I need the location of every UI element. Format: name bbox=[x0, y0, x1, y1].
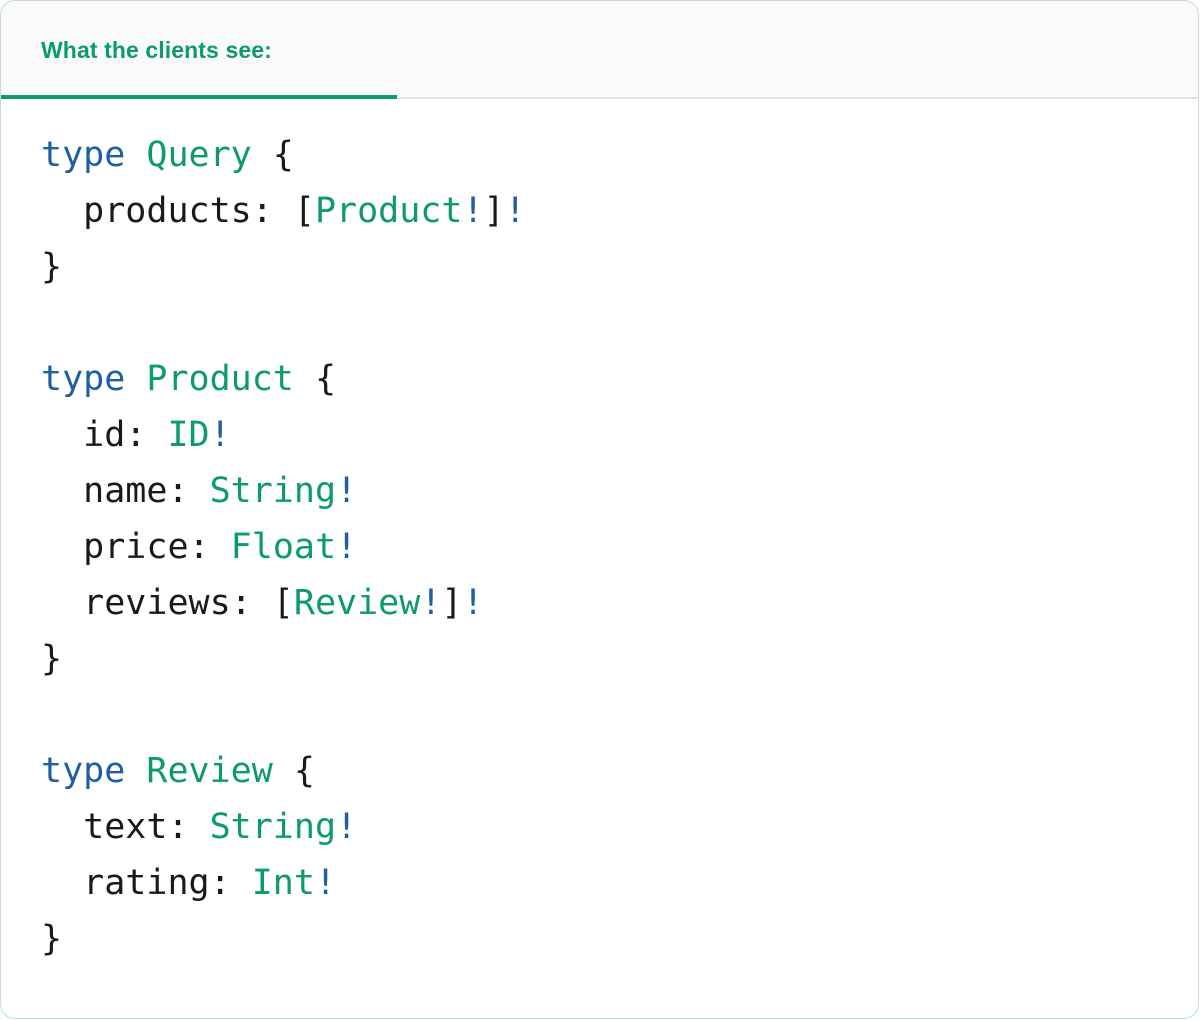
code-token-keyword: type bbox=[41, 135, 126, 175]
code-token-plain bbox=[125, 359, 146, 399]
code-token-type-name: String bbox=[209, 471, 337, 511]
code-token-plain: ] bbox=[441, 583, 463, 623]
tab-active-indicator bbox=[1, 95, 397, 99]
code-token-type-name: Product bbox=[314, 191, 463, 231]
tab-divider bbox=[1, 97, 1198, 99]
code-token-type-name: Review bbox=[293, 583, 421, 623]
code-token-type-name: Int bbox=[251, 863, 315, 903]
code-token-non-null-bang: ! bbox=[336, 807, 358, 847]
code-token-type-name: Float bbox=[230, 527, 337, 567]
code-area: type Query { products: [Product!]! } typ… bbox=[1, 99, 1198, 967]
code-token-keyword: type bbox=[41, 751, 126, 791]
code-token-plain: text: bbox=[83, 807, 210, 847]
tab-what-the-clients-see[interactable]: What the clients see: bbox=[1, 1, 397, 99]
code-token-plain: } bbox=[41, 639, 63, 679]
code-token-plain: { bbox=[251, 135, 294, 175]
graphql-schema-code[interactable]: type Query { products: [Product!]! } typ… bbox=[1, 127, 1198, 967]
code-token-type-name: ID bbox=[167, 415, 210, 455]
code-token-plain: id: bbox=[83, 415, 168, 455]
code-token-type-name: Review bbox=[146, 751, 273, 791]
code-token-plain: { bbox=[293, 359, 337, 399]
code-token-non-null-bang: ! bbox=[336, 471, 358, 511]
code-token-non-null-bang: ! bbox=[462, 583, 484, 623]
code-token-plain: { bbox=[272, 751, 315, 791]
code-token-non-null-bang: ! bbox=[336, 527, 358, 567]
code-token-non-null-bang: ! bbox=[209, 415, 231, 455]
code-token-non-null-bang: ! bbox=[420, 583, 442, 623]
code-token-non-null-bang: ! bbox=[504, 191, 526, 231]
code-token-type-name: Query bbox=[146, 135, 252, 175]
code-token-plain: price: bbox=[83, 527, 231, 567]
code-token-plain: reviews: [ bbox=[83, 583, 294, 623]
code-token-plain: } bbox=[41, 919, 63, 959]
code-token-type-name: Product bbox=[146, 359, 294, 399]
tab-bar: What the clients see: bbox=[1, 1, 1198, 99]
code-token-non-null-bang: ! bbox=[462, 191, 484, 231]
code-token-non-null-bang: ! bbox=[314, 863, 337, 903]
tab-label: What the clients see: bbox=[41, 36, 272, 63]
code-token-keyword: type bbox=[41, 359, 126, 399]
code-token-plain: ] bbox=[483, 191, 505, 231]
code-token-plain: products: [ bbox=[83, 191, 315, 231]
code-token-plain: rating: bbox=[83, 863, 252, 903]
code-token-plain: } bbox=[41, 247, 63, 287]
code-token-plain bbox=[125, 751, 146, 791]
code-token-type-name: String bbox=[209, 807, 337, 847]
code-token-plain bbox=[125, 135, 146, 175]
code-token-plain: name: bbox=[83, 471, 210, 511]
